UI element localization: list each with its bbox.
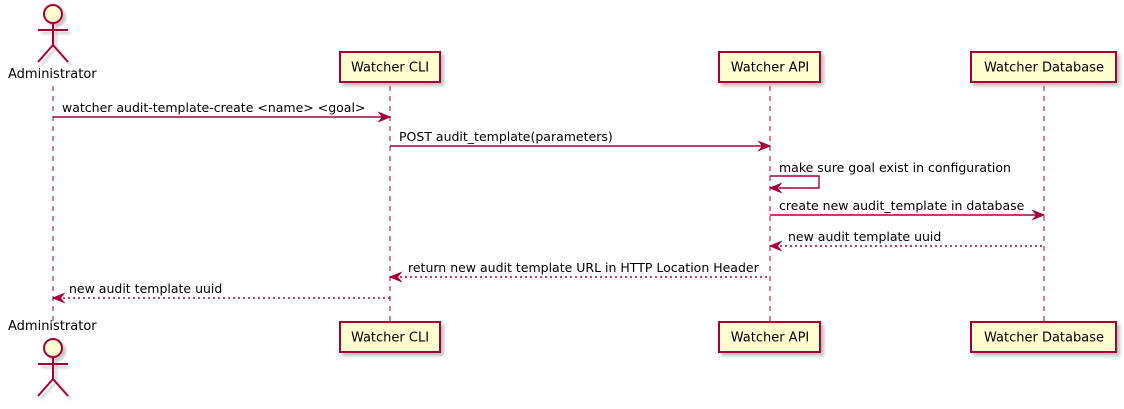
message-line-3 xyxy=(770,175,820,189)
participant-box-watcher-database-bottom: Watcher Database xyxy=(970,321,1117,353)
message-arrowhead-6 xyxy=(388,271,403,283)
message-arrowhead-5 xyxy=(768,240,783,252)
message-label-4: create new audit_template in database xyxy=(779,198,1025,213)
message-label-3: make sure goal exist in configuration xyxy=(779,160,1011,175)
message-arrowhead-2 xyxy=(757,140,772,152)
message-1: watcher audit-template-create <name> <go… xyxy=(53,100,392,123)
messages-group: watcher audit-template-create <name> <go… xyxy=(51,100,1046,304)
message-5: new audit template uuid xyxy=(768,229,1044,252)
participant-label-watcher-api-bottom: Watcher API xyxy=(731,331,810,346)
participant-rect-watcher-api xyxy=(718,321,821,353)
participant-label-administrator-top: Administrator xyxy=(8,67,97,82)
message-4: create new audit_template in database xyxy=(770,198,1046,221)
participant-label-watcher-database-bottom: Watcher Database xyxy=(984,331,1104,346)
message-label-5: new audit template uuid xyxy=(788,229,941,244)
message-label-2: POST audit_template(parameters) xyxy=(399,129,613,144)
participant-box-watcher-cli-top: Watcher CLI xyxy=(339,51,441,83)
participant-box-watcher-database-top: Watcher Database xyxy=(970,51,1117,83)
message-2: POST audit_template(parameters) xyxy=(390,129,772,152)
message-label-7: new audit template uuid xyxy=(69,281,222,296)
message-label-6: return new audit template URL in HTTP Lo… xyxy=(408,260,760,275)
actor-administrator-bottom: Administrator xyxy=(8,319,97,397)
participant-box-watcher-api-bottom: Watcher API xyxy=(718,321,821,353)
participant-box-watcher-api-top: Watcher API xyxy=(718,51,821,83)
participant-label-watcher-cli-bottom: Watcher CLI xyxy=(351,331,429,346)
participant-label-watcher-cli-top: Watcher CLI xyxy=(351,61,429,76)
participant-label-watcher-database-top: Watcher Database xyxy=(984,61,1104,76)
message-arrowhead-1 xyxy=(377,111,392,123)
participant-label-administrator-bottom: Administrator xyxy=(8,319,97,334)
message-arrowhead-7 xyxy=(51,292,66,304)
message-3: make sure goal exist in configuration xyxy=(768,160,1011,194)
participant-rect-watcher-database xyxy=(970,321,1117,353)
participant-rect-watcher-api xyxy=(718,51,821,83)
message-label-1: watcher audit-template-create <name> <go… xyxy=(62,100,365,115)
message-arrowhead-4 xyxy=(1031,209,1046,221)
message-6: return new audit template URL in HTTP Lo… xyxy=(388,260,770,283)
participant-rect-watcher-cli xyxy=(339,51,441,83)
participant-label-watcher-api-top: Watcher API xyxy=(731,61,810,76)
participant-box-watcher-cli-bottom: Watcher CLI xyxy=(339,321,441,353)
actor-administrator-top: Administrator xyxy=(8,4,97,82)
participant-rect-watcher-cli xyxy=(339,321,441,353)
message-7: new audit template uuid xyxy=(51,281,390,304)
message-arrowhead-3 xyxy=(768,182,783,194)
participant-rect-watcher-database xyxy=(970,51,1117,83)
